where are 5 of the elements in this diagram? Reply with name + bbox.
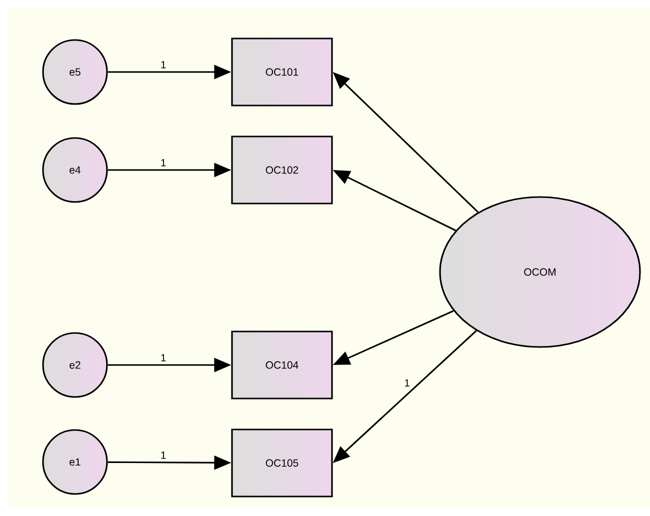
variable-box: OC104 [231, 330, 333, 400]
variable-box: OC102 [231, 136, 333, 204]
edge-label: 1 [402, 378, 412, 388]
variable-box: OC101 [231, 38, 333, 106]
variable-box: OC105 [231, 428, 333, 498]
